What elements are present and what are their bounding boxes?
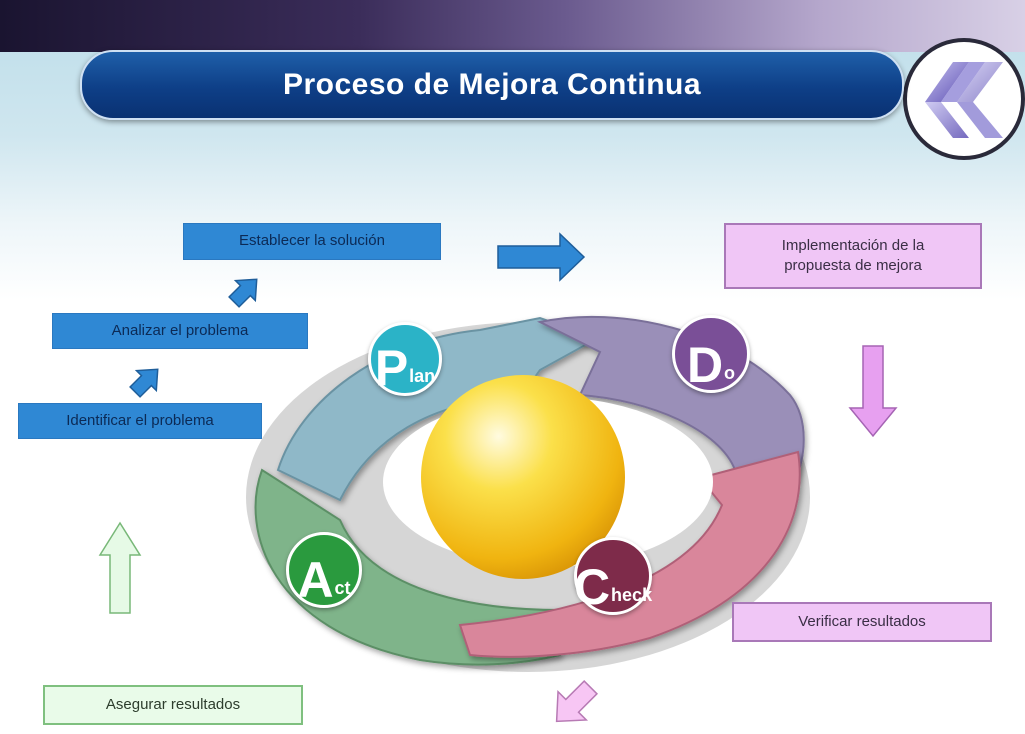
check-arrow — [458, 450, 801, 658]
up-right-arrow-icon — [129, 368, 159, 398]
logo-icon — [925, 62, 1003, 138]
down-left-arrow-icon — [555, 680, 598, 723]
step-identificar: Identificar el problema — [18, 403, 262, 439]
sphere — [421, 375, 625, 579]
up-arrow-icon — [98, 521, 142, 614]
act-arrow — [254, 468, 561, 666]
step-establecer: Establecer la solución — [183, 223, 441, 260]
up-right-arrow-icon — [228, 278, 258, 308]
step-asegurar: Asegurar resultados — [43, 685, 303, 725]
down-arrow-icon — [848, 345, 898, 438]
step-verificar: Verificar resultados — [732, 602, 992, 642]
logo — [903, 38, 1025, 160]
right-arrow-icon — [497, 232, 586, 282]
step-implementacion: Implementación de la propuesta de mejora — [724, 223, 982, 289]
step-analizar: Analizar el problema — [52, 313, 308, 349]
page-title: Proceso de Mejora Continua — [80, 50, 904, 120]
header-band — [0, 0, 1025, 52]
